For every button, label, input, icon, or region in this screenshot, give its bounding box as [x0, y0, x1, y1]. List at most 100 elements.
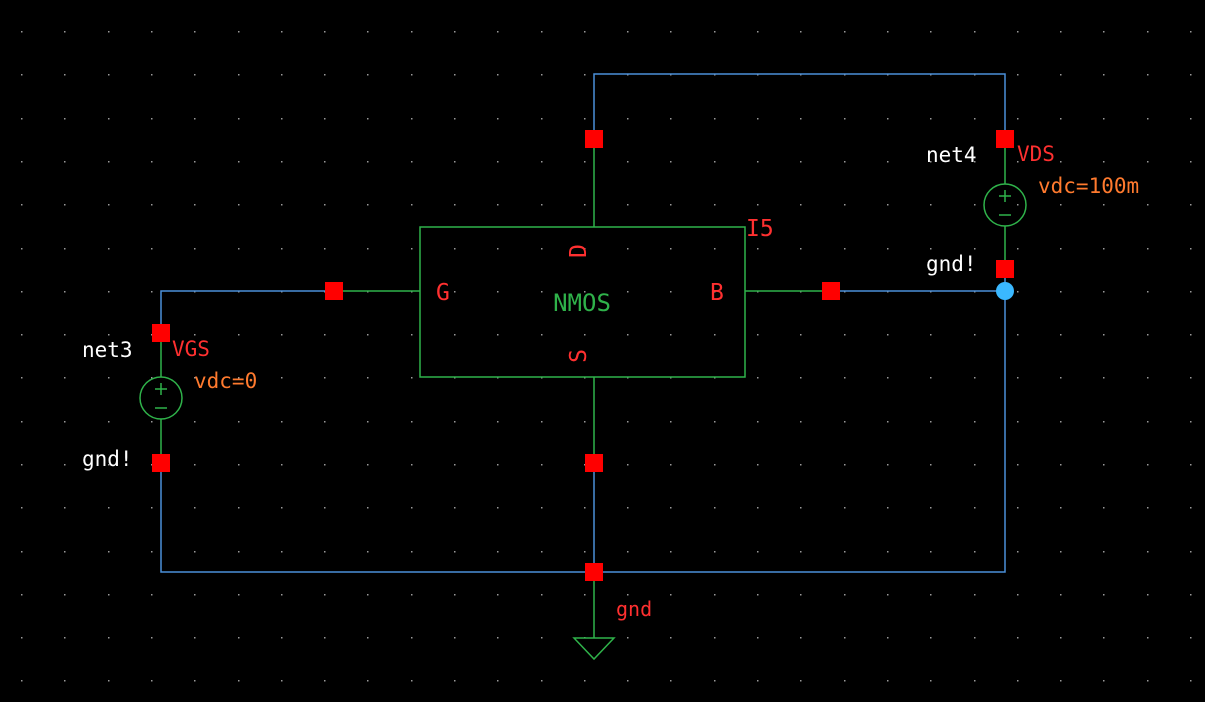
- grid-dot: [411, 248, 413, 250]
- grid-dot: [64, 161, 66, 163]
- grid-dot: [974, 161, 976, 163]
- nmos-instance[interactable]: [334, 139, 831, 463]
- pin-vgs-plus[interactable]: [152, 324, 170, 342]
- grid-dot: [887, 248, 889, 250]
- grid-dot: [1060, 507, 1062, 509]
- grid-dot: [21, 464, 23, 466]
- grid-dot: [584, 118, 586, 120]
- ground-label: gnd: [616, 597, 652, 621]
- grid-dot: [541, 507, 543, 509]
- grid-dot: [108, 551, 110, 553]
- pin-drain[interactable]: [585, 130, 603, 148]
- pin-gate[interactable]: [325, 282, 343, 300]
- grid-dot: [194, 334, 196, 336]
- grid-dot: [324, 637, 326, 639]
- grid-dot: [324, 551, 326, 553]
- nmos-body[interactable]: [419, 226, 746, 378]
- grid-dot: [64, 248, 66, 250]
- grid-dot: [21, 31, 23, 33]
- grid-dot: [1060, 291, 1062, 293]
- grid-dot: [194, 421, 196, 423]
- grid-dot: [757, 248, 759, 250]
- pin-bulk[interactable]: [822, 282, 840, 300]
- grid-dot: [367, 421, 369, 423]
- grid-dot: [238, 421, 240, 423]
- grid-dot: [1147, 507, 1149, 509]
- grid-dot: [281, 74, 283, 76]
- grid-dot: [974, 248, 976, 250]
- wire-gate-to-vgs[interactable]: [160, 290, 334, 333]
- grid-dot: [541, 680, 543, 682]
- grid-dot: [194, 204, 196, 206]
- grid-dot: [584, 291, 586, 293]
- grid-dot: [411, 507, 413, 509]
- wire-node-to-bottom-right[interactable]: [594, 291, 1006, 573]
- grid-dot: [151, 680, 153, 682]
- grid-dot: [64, 291, 66, 293]
- grid-dot: [1103, 118, 1105, 120]
- grid-dot: [497, 637, 499, 639]
- pin-vds-plus[interactable]: [996, 130, 1014, 148]
- grid-dot: [108, 291, 110, 293]
- grid-dot: [454, 594, 456, 596]
- grid-dot: [194, 118, 196, 120]
- grid-dot: [1017, 680, 1019, 682]
- grid-dot: [238, 334, 240, 336]
- ground-symbol[interactable]: [572, 572, 616, 661]
- pin-label-source: S: [566, 349, 592, 363]
- grid-dot: [367, 118, 369, 120]
- grid-dot: [194, 377, 196, 379]
- grid-dot: [887, 680, 889, 682]
- wire-vgs-to-bottom-left[interactable]: [160, 463, 594, 573]
- pin-ground[interactable]: [585, 563, 603, 581]
- grid-dot: [454, 680, 456, 682]
- grid-dot: [714, 680, 716, 682]
- grid-dot: [108, 334, 110, 336]
- grid-dot: [238, 248, 240, 250]
- grid-dot: [844, 161, 846, 163]
- grid-dot: [800, 551, 802, 553]
- grid-dot: [844, 31, 846, 33]
- grid-dot: [670, 464, 672, 466]
- pin-vds-minus[interactable]: [996, 260, 1014, 278]
- grid-dot: [281, 377, 283, 379]
- grid-dot: [281, 31, 283, 33]
- grid-dot: [1017, 507, 1019, 509]
- grid-dot: [800, 680, 802, 682]
- grid-dot: [800, 377, 802, 379]
- grid-dot: [194, 680, 196, 682]
- grid-dots: [21, 31, 1192, 682]
- grid-dot: [714, 507, 716, 509]
- grid-dot: [64, 594, 66, 596]
- grid-dot: [930, 637, 932, 639]
- grid-dot: [64, 637, 66, 639]
- grid-dot: [757, 161, 759, 163]
- grid-dot: [194, 637, 196, 639]
- pin-source[interactable]: [585, 454, 603, 472]
- grid-dot: [1147, 377, 1149, 379]
- grid-dot: [1147, 204, 1149, 206]
- grid-dot: [194, 248, 196, 250]
- grid-dot: [800, 421, 802, 423]
- grid-dot: [974, 377, 976, 379]
- grid-dot: [1147, 551, 1149, 553]
- grid-dot: [194, 464, 196, 466]
- grid-dot: [411, 594, 413, 596]
- grid-dot: [497, 31, 499, 33]
- vgs-source[interactable]: [139, 333, 183, 463]
- grid-dot: [1190, 291, 1192, 293]
- grid-dot: [1147, 334, 1149, 336]
- grid-dot: [670, 248, 672, 250]
- grid-dot: [1103, 248, 1105, 250]
- pin-vgs-minus[interactable]: [152, 454, 170, 472]
- grid-dot: [108, 464, 110, 466]
- wire-drain-to-vds[interactable]: [593, 73, 1006, 139]
- vds-param: vdc=100m: [1038, 174, 1139, 198]
- grid-dot: [1060, 334, 1062, 336]
- grid-dot: [974, 31, 976, 33]
- grid-dot: [497, 507, 499, 509]
- grid-dot: [497, 204, 499, 206]
- ground-triangle-icon: [572, 637, 616, 661]
- selected-junction-dot[interactable]: [996, 282, 1014, 300]
